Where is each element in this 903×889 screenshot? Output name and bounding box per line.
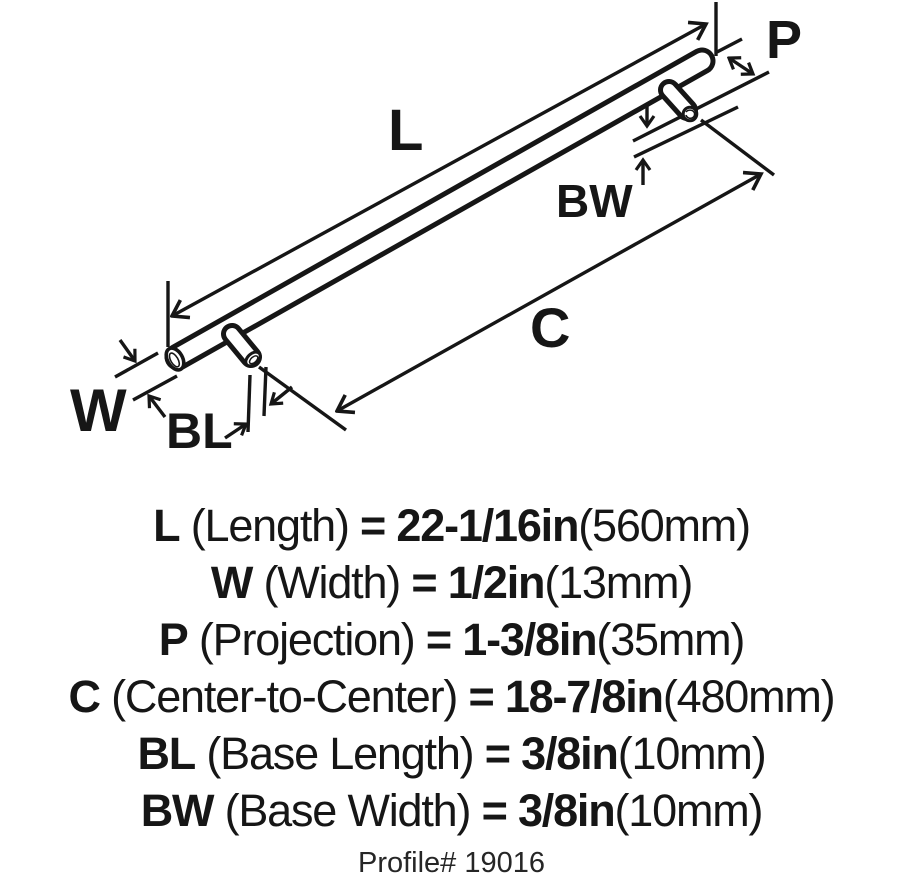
- legend-metric: (480mm): [662, 671, 836, 722]
- profile-number: Profile# 19016: [357, 847, 546, 879]
- legend-symbol: C: [68, 671, 102, 722]
- legend-value: = 18-7/8in: [468, 671, 664, 722]
- legend-value: = 22-1/16in: [360, 500, 579, 551]
- legend-symbol: W: [210, 557, 253, 608]
- legend-row-width: W (Width) = 1/2in(13mm): [0, 554, 903, 611]
- bl-arrow-left: [224, 422, 249, 440]
- label-base-width: BW: [556, 175, 633, 227]
- legend-symbol: P: [158, 614, 189, 665]
- bl-extension-left: [246, 374, 252, 433]
- bar-end-cap: [164, 346, 186, 372]
- c-extension-left: [258, 365, 347, 432]
- legend-description: (Projection): [187, 614, 426, 665]
- legend-description: (Base Width): [213, 785, 482, 836]
- legend-description: (Width): [252, 557, 412, 608]
- label-projection: P: [766, 10, 802, 70]
- p-extension-upper: [716, 37, 743, 54]
- legend-symbol: BW: [140, 785, 215, 836]
- measurement-legend: L (Length) = 22-1/16in(560mm) W (Width) …: [0, 497, 903, 839]
- dimension-lines: [118, 24, 761, 440]
- legend-metric: (10mm): [617, 728, 767, 779]
- legend-row-center-to-center: C (Center-to-Center) = 18-7/8in(480mm): [0, 668, 903, 725]
- label-width: W: [70, 377, 127, 444]
- legend-value: = 3/8in: [481, 785, 616, 836]
- w-arrow-lower: [147, 393, 167, 419]
- bl-extension-right: [262, 366, 268, 417]
- legend-symbol: BL: [137, 728, 196, 779]
- bar-pull-dimension-diagram: L W P C BL BW: [70, 2, 802, 459]
- legend-metric: (13mm): [544, 557, 693, 608]
- legend-row-length: L (Length) = 22-1/16in(560mm): [0, 497, 903, 554]
- label-center-to-center: C: [530, 296, 570, 359]
- legend-row-base-length: BL (Base Length) = 3/8in(10mm): [0, 725, 903, 782]
- w-arrow-upper: [118, 339, 137, 364]
- legend-description: (Base Length): [195, 728, 485, 779]
- c-dimension-line: [337, 174, 761, 411]
- legend-metric: (10mm): [614, 785, 764, 836]
- legend-description: (Length): [179, 500, 361, 551]
- label-length: L: [388, 98, 423, 163]
- legend-row-projection: P (Projection) = 1-3/8in(35mm): [0, 611, 903, 668]
- label-base-length: BL: [166, 403, 233, 459]
- left-post-base: [244, 350, 262, 368]
- legend-value: = 1-3/8in: [425, 614, 598, 665]
- c-extension-right: [699, 118, 776, 177]
- legend-description: (Center-to-Center): [99, 671, 469, 722]
- w-extension-lower: [132, 374, 178, 402]
- left-post: [221, 323, 262, 368]
- w-extension-upper: [114, 351, 159, 379]
- dimension-drawing: L W P C BL BW: [70, 2, 802, 459]
- legend-metric: (560mm): [578, 500, 751, 551]
- l-dimension-line: [172, 24, 706, 316]
- right-post: [658, 79, 699, 123]
- p-dimension-arrow: [729, 58, 753, 74]
- legend-value: = 3/8in: [484, 728, 619, 779]
- legend-symbol: L: [153, 500, 181, 551]
- legend-metric: (35mm): [596, 614, 745, 665]
- legend-value: = 1/2in: [411, 557, 545, 608]
- bl-arrow-right: [268, 385, 294, 406]
- legend-row-base-width: BW (Base Width) = 3/8in(10mm): [0, 782, 903, 839]
